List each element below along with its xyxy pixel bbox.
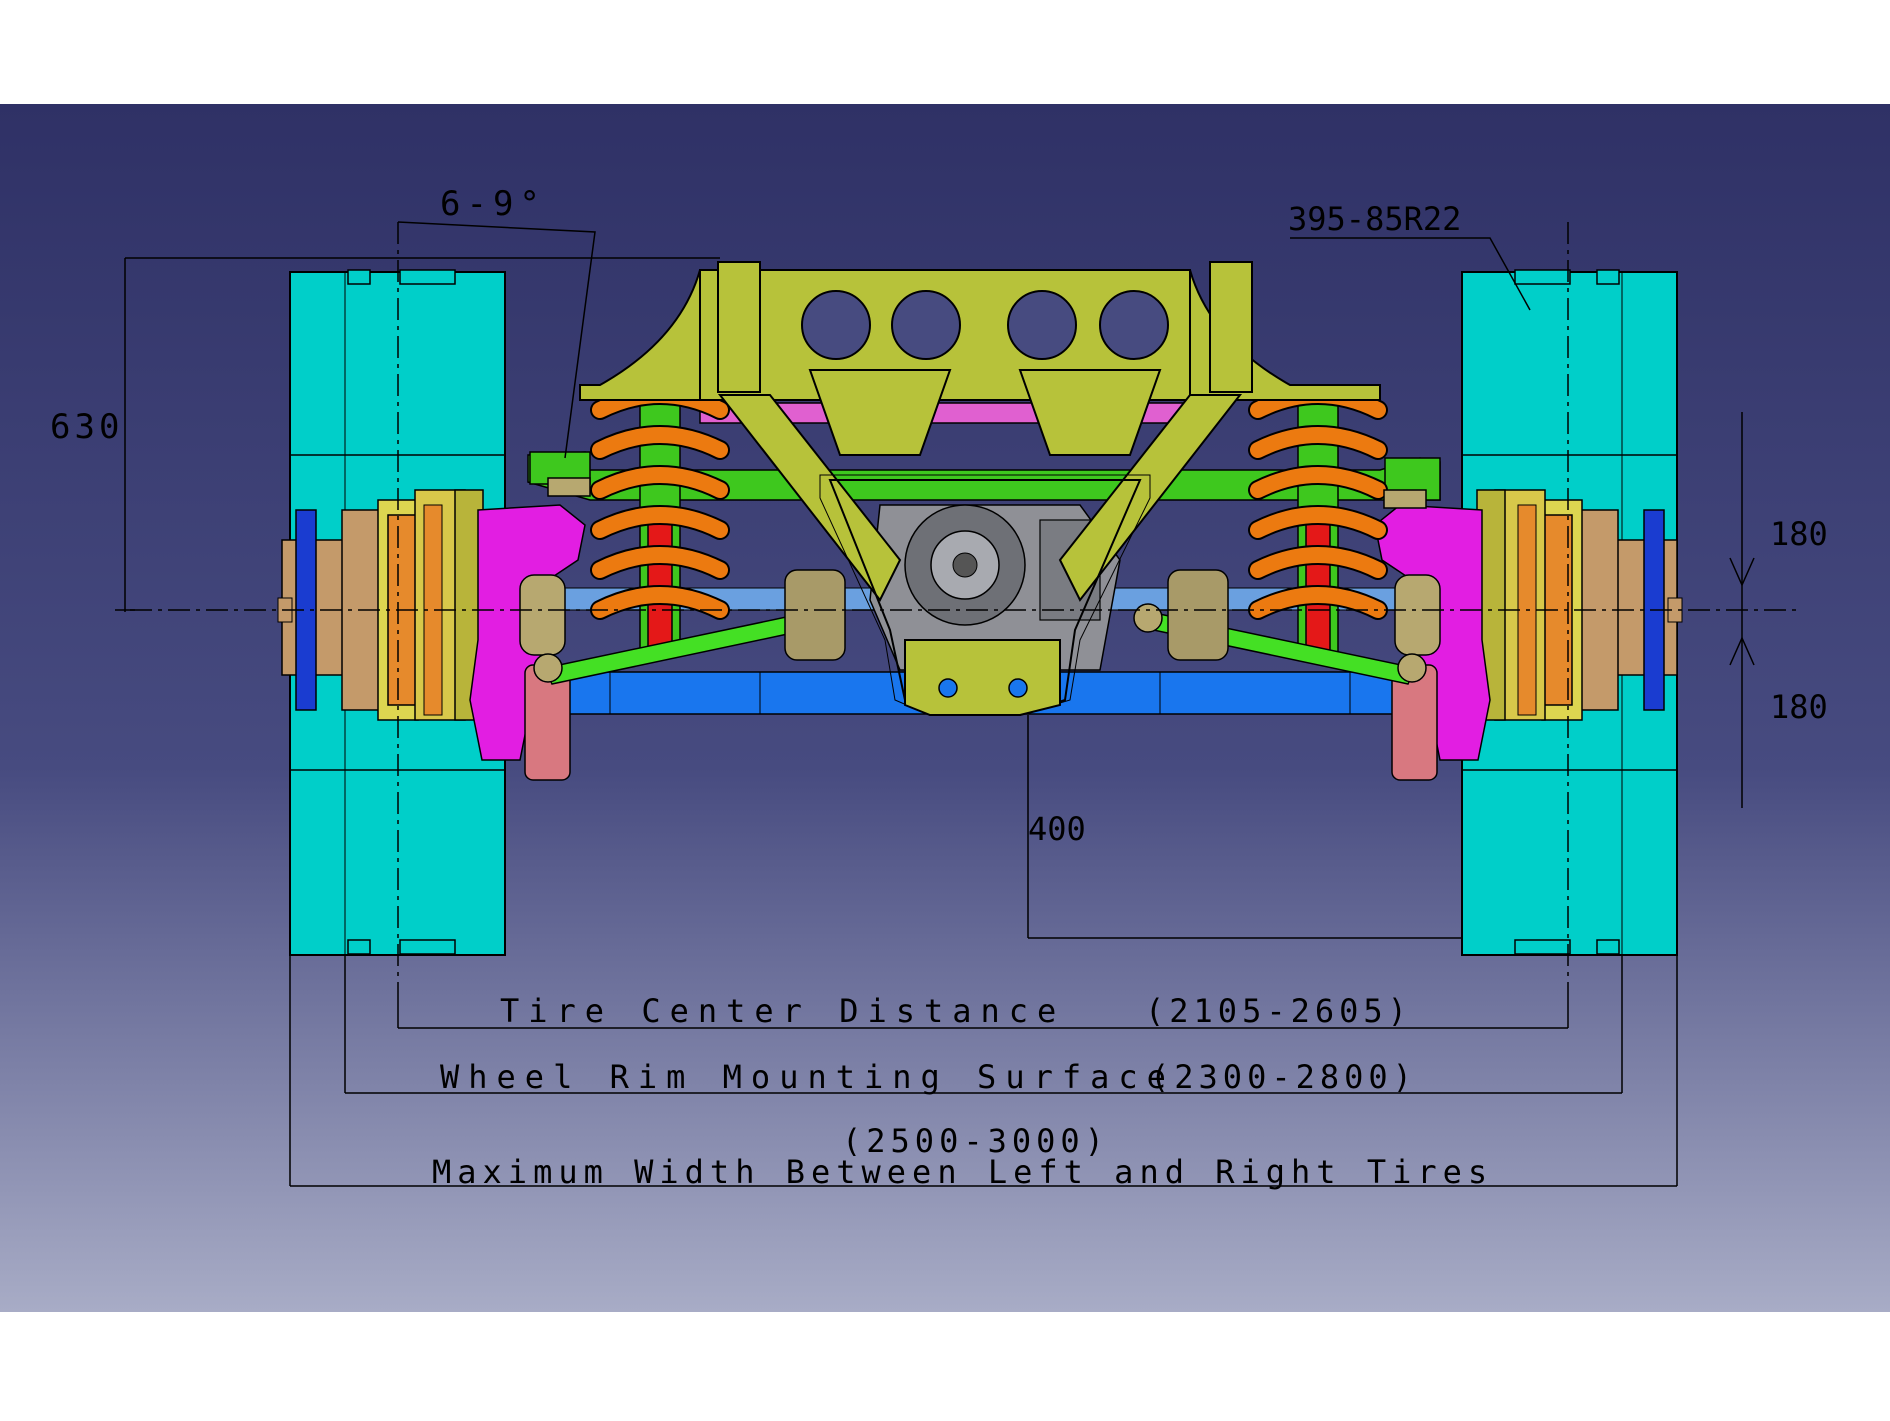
max-width-range: (2500-3000) (842, 1122, 1109, 1160)
right-upper-ball-joint (1383, 489, 1427, 509)
ground-clearance-label: 400 (1028, 810, 1086, 848)
right-coilover (1248, 385, 1388, 656)
rim-surface-range: (2300-2800) (1150, 1058, 1417, 1096)
left-lower-link (533, 569, 846, 685)
max-width-label: Maximum Width Between Left and Right Tir… (432, 1153, 1493, 1191)
upper-control-arm (527, 451, 1441, 501)
tire-center-distance-range: (2105-2605) (1145, 992, 1412, 1030)
dimension-lines (115, 221, 1755, 1187)
right-hub-assembly (1476, 489, 1683, 721)
differential (869, 504, 1121, 671)
left-upper-ball-joint (547, 477, 591, 497)
left-hub-assembly (277, 489, 484, 721)
camber-angle-label: 6-9° (440, 184, 546, 224)
frame-crossmember (579, 261, 1381, 716)
centerlines (130, 222, 1800, 1000)
tire-spec-label: 395-85R22 (1288, 200, 1461, 238)
travel-up-label: 180 (1770, 515, 1828, 553)
travel-down-label: 180 (1770, 688, 1828, 726)
rim-surface-label: Wheel Rim Mounting Surface (440, 1058, 1175, 1096)
tire-center-distance-label: Tire Center Distance (500, 992, 1065, 1030)
height-630-label: 630 (50, 407, 123, 447)
right-lower-link (1133, 569, 1427, 685)
